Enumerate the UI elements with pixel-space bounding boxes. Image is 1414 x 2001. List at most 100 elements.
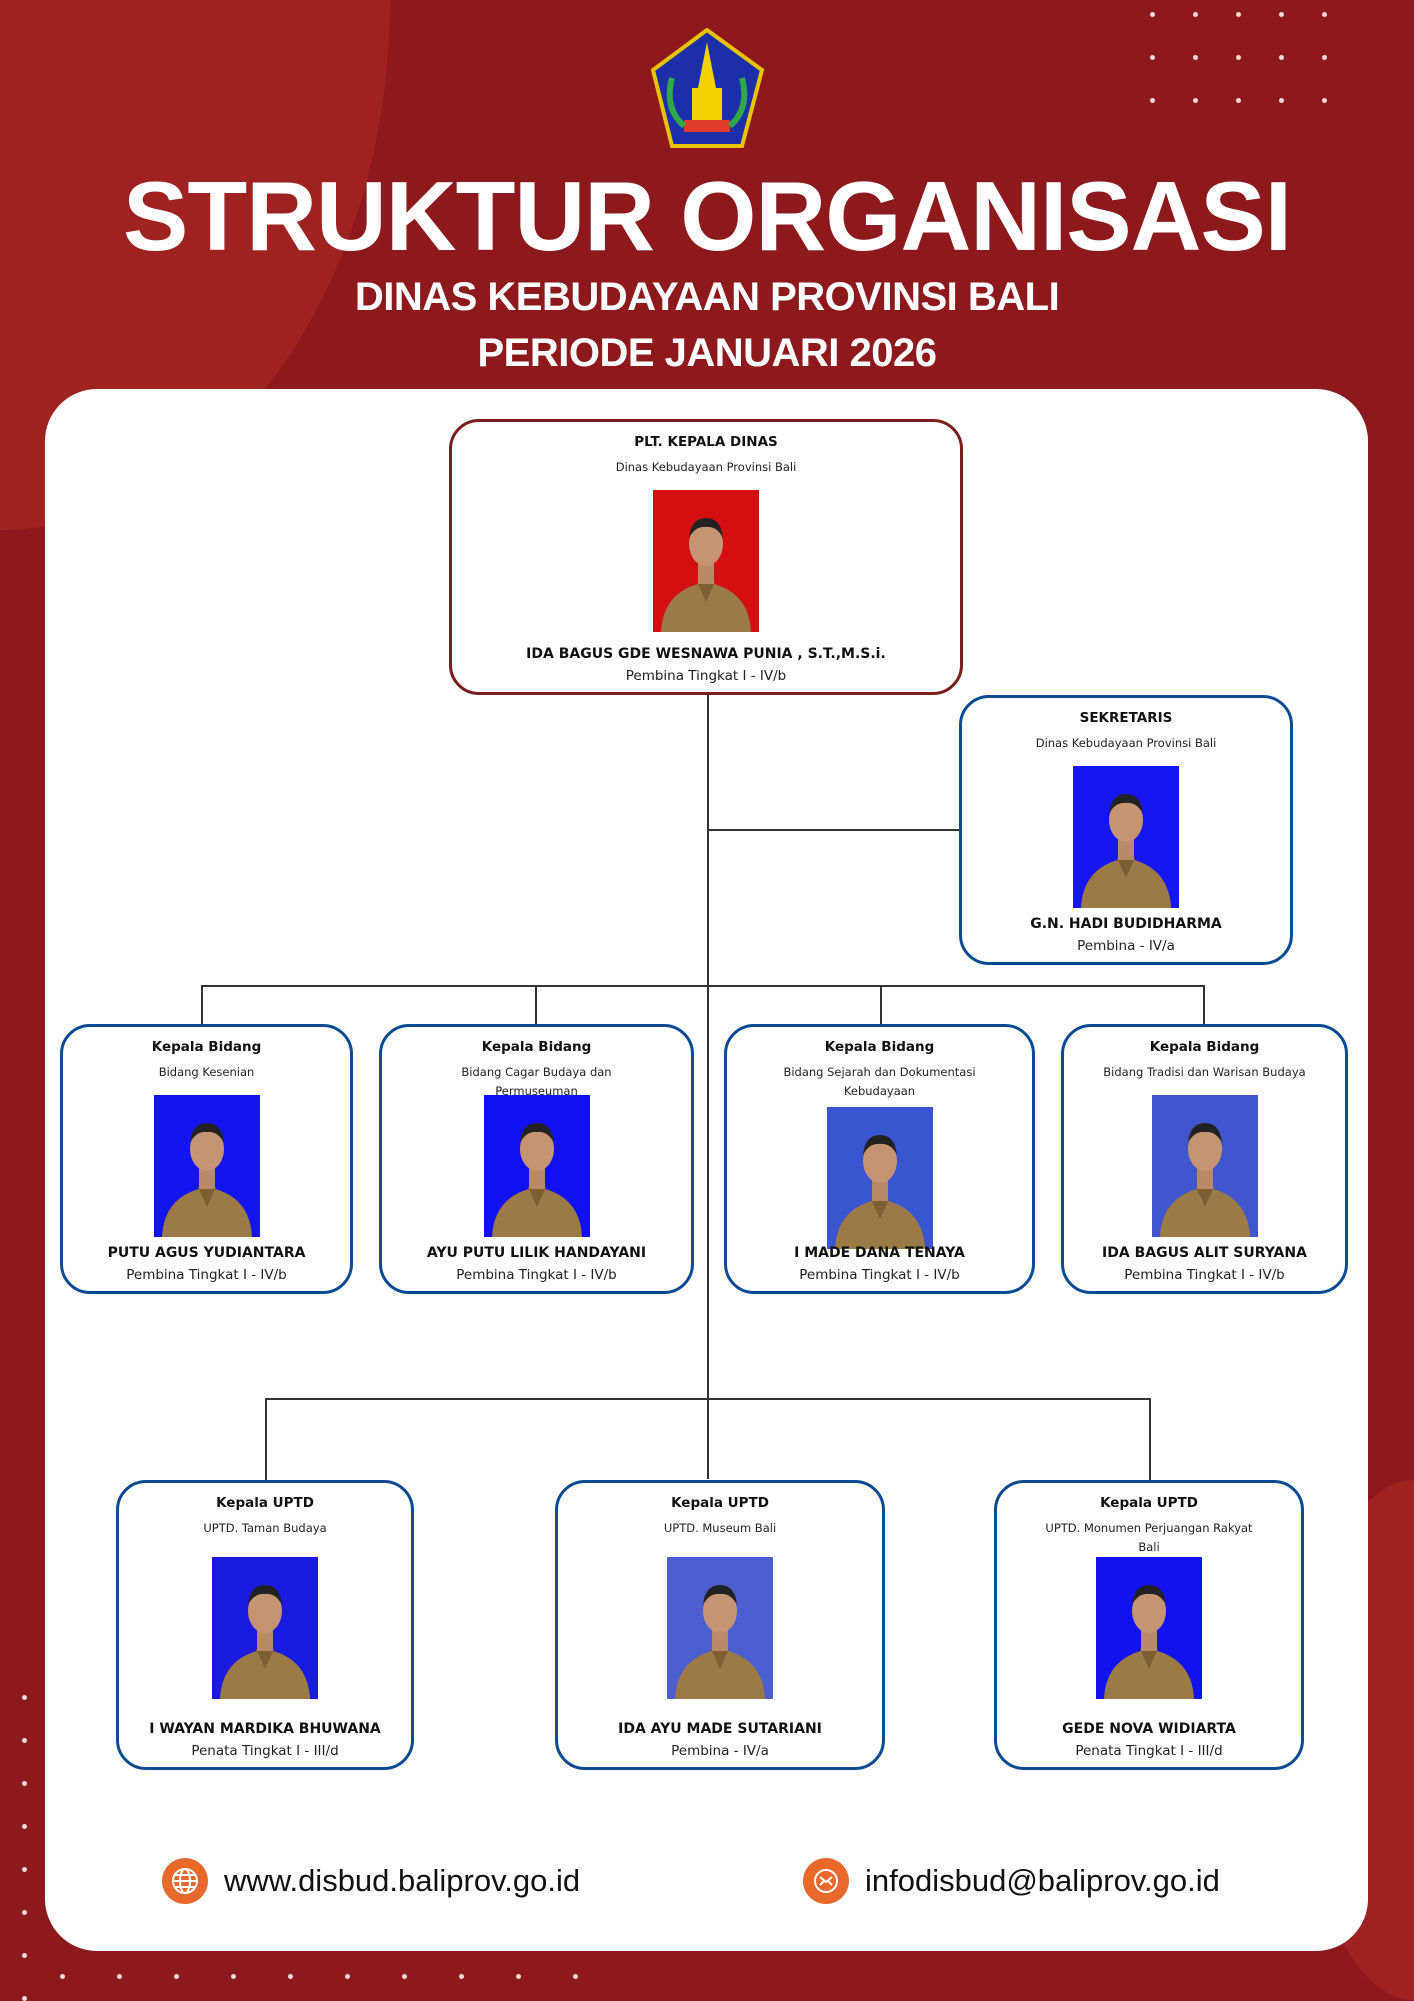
person-rank: Pembina Tingkat I - IV/b: [456, 1267, 617, 1283]
person-name: PUTU AGUS YUDIANTARA: [107, 1245, 306, 1261]
dot: [1236, 12, 1241, 17]
dot: [1150, 55, 1155, 60]
position-title: Kepala Bidang: [151, 1039, 262, 1055]
person-photo: [483, 1095, 590, 1237]
connector-line: [535, 985, 537, 1025]
unit-name: UPTD. Taman Budaya: [203, 1521, 327, 1535]
person-rank: Penata Tingkat I - III/d: [1075, 1743, 1223, 1759]
org-card-kepala-dinas: PLT. KEPALA DINAS Dinas Kebudayaan Provi…: [449, 419, 963, 695]
unit-name: Bidang Tradisi dan Warisan Budaya: [1103, 1065, 1306, 1079]
org-card-bidang-kesenian: Kepala Bidang Bidang Kesenian PUTU AGUS …: [60, 1024, 353, 1294]
position-title: Kepala UPTD: [671, 1495, 769, 1511]
page-title: STRUKTUR ORGANISASI: [123, 161, 1292, 271]
position-title: SEKRETARIS: [1079, 710, 1173, 726]
website-text: www.disbud.baliprov.go.id: [224, 1863, 581, 1898]
org-card-uptd-monumen: Kepala UPTD UPTD. Monumen Perjuangan Rak…: [994, 1480, 1304, 1770]
org-card-uptd-taman-budaya: Kepala UPTD UPTD. Taman Budaya I WAYAN M…: [116, 1480, 414, 1770]
email-text: infodisbud@baliprov.go.id: [865, 1863, 1220, 1898]
dot: [22, 1695, 27, 1700]
dot: [1150, 98, 1155, 103]
person-rank: Pembina - IV/a: [671, 1743, 769, 1759]
unit-name: Dinas Kebudayaan Provinsi Bali: [615, 460, 797, 474]
dot: [1193, 12, 1198, 17]
person-photo: [153, 1095, 260, 1237]
person-rank: Pembina Tingkat I - IV/b: [126, 1267, 287, 1283]
dot: [22, 1824, 27, 1829]
dot: [1193, 55, 1198, 60]
position-title: Kepala Bidang: [481, 1039, 592, 1055]
dot: [1236, 98, 1241, 103]
globe-icon: [162, 1858, 208, 1904]
dot: [288, 1974, 293, 1979]
connector-line: [1149, 1398, 1151, 1480]
person-photo: [826, 1107, 933, 1249]
person-name: IDA BAGUS GDE WESNAWA PUNIA , S.T.,M.S.i…: [526, 646, 886, 662]
dot: [459, 1974, 464, 1979]
org-card-uptd-museum-bali: Kepala UPTD UPTD. Museum Bali IDA AYU MA…: [555, 1480, 885, 1770]
org-card-bidang-cagar-budaya: Kepala Bidang Bidang Cagar Budaya dan Pe…: [379, 1024, 694, 1294]
dot: [516, 1974, 521, 1979]
person-rank: Penata Tingkat I - III/d: [191, 1743, 339, 1759]
bali-province-logo: [650, 28, 765, 148]
position-title: Kepala UPTD: [216, 1495, 314, 1511]
website-link[interactable]: www.disbud.baliprov.go.id: [162, 1858, 580, 1904]
email-link[interactable]: infodisbud@baliprov.go.id: [803, 1858, 1220, 1904]
dot: [1322, 55, 1327, 60]
person-rank: Pembina - IV/a: [1077, 938, 1175, 954]
person-photo: [1073, 766, 1179, 908]
person-name: GEDE NOVA WIDIARTA: [1062, 1721, 1236, 1737]
person-name: I MADE DANA TENAYA: [794, 1245, 965, 1261]
unit-name: Bidang Sejarah dan Dokumentasi Kebudayaa…: [783, 1065, 976, 1098]
dot: [573, 1974, 578, 1979]
person-photo: [1151, 1095, 1258, 1237]
dot: [1193, 98, 1198, 103]
dot: [1150, 12, 1155, 17]
connector-line: [707, 695, 709, 1479]
mail-icon: [803, 1858, 849, 1904]
org-card-bidang-sejarah: Kepala Bidang Bidang Sejarah dan Dokumen…: [724, 1024, 1035, 1294]
position-title: PLT. KEPALA DINAS: [634, 434, 778, 450]
dot: [345, 1974, 350, 1979]
dot-pattern: [1150, 12, 1327, 103]
person-name: AYU PUTU LILIK HANDAYANI: [426, 1245, 647, 1261]
position-title: Kepala UPTD: [1100, 1495, 1198, 1511]
person-rank: Pembina Tingkat I - IV/b: [625, 668, 787, 684]
dot: [174, 1974, 179, 1979]
position-title: Kepala Bidang: [1149, 1039, 1260, 1055]
dot: [22, 1953, 27, 1958]
person-rank: Pembina Tingkat I - IV/b: [1124, 1267, 1285, 1283]
org-card-bidang-tradisi: Kepala Bidang Bidang Tradisi dan Warisan…: [1061, 1024, 1348, 1294]
dot: [1279, 98, 1284, 103]
person-photo: [1096, 1557, 1202, 1699]
person-name: G.N. HADI BUDIDHARMA: [1030, 916, 1222, 932]
dot: [231, 1974, 236, 1979]
dot: [22, 1996, 27, 2001]
person-rank: Pembina Tingkat I - IV/b: [799, 1267, 960, 1283]
dot: [402, 1974, 407, 1979]
unit-name: Bidang Cagar Budaya dan Permuseuman: [461, 1065, 612, 1098]
person-name: I WAYAN MARDIKA BHUWANA: [149, 1721, 381, 1737]
dot: [22, 1738, 27, 1743]
unit-name: Dinas Kebudayaan Provinsi Bali: [1035, 736, 1217, 750]
connector-line: [265, 1398, 267, 1480]
dot: [22, 1867, 27, 1872]
connector-line: [201, 985, 1205, 987]
dot: [117, 1974, 122, 1979]
dot: [1322, 12, 1327, 17]
dot: [1322, 98, 1327, 103]
dot: [1279, 55, 1284, 60]
dot: [22, 1910, 27, 1915]
unit-name: UPTD. Museum Bali: [663, 1521, 777, 1535]
page-subtitle: DINAS KEBUDAYAAN PROVINSI BALI: [354, 275, 1060, 319]
dot-pattern: [22, 1695, 27, 2001]
unit-name: UPTD. Monumen Perjuangan Rakyat Bali: [1045, 1521, 1253, 1554]
person-photo: [667, 1557, 773, 1699]
unit-name: Bidang Kesenian: [158, 1065, 255, 1079]
person-name: IDA AYU MADE SUTARIANI: [618, 1721, 822, 1737]
connector-line: [1203, 985, 1205, 1025]
person-photo: [212, 1557, 318, 1699]
dot: [1279, 12, 1284, 17]
connector-line: [201, 985, 203, 1025]
person-photo: [653, 490, 759, 632]
connector-line: [880, 985, 882, 1025]
